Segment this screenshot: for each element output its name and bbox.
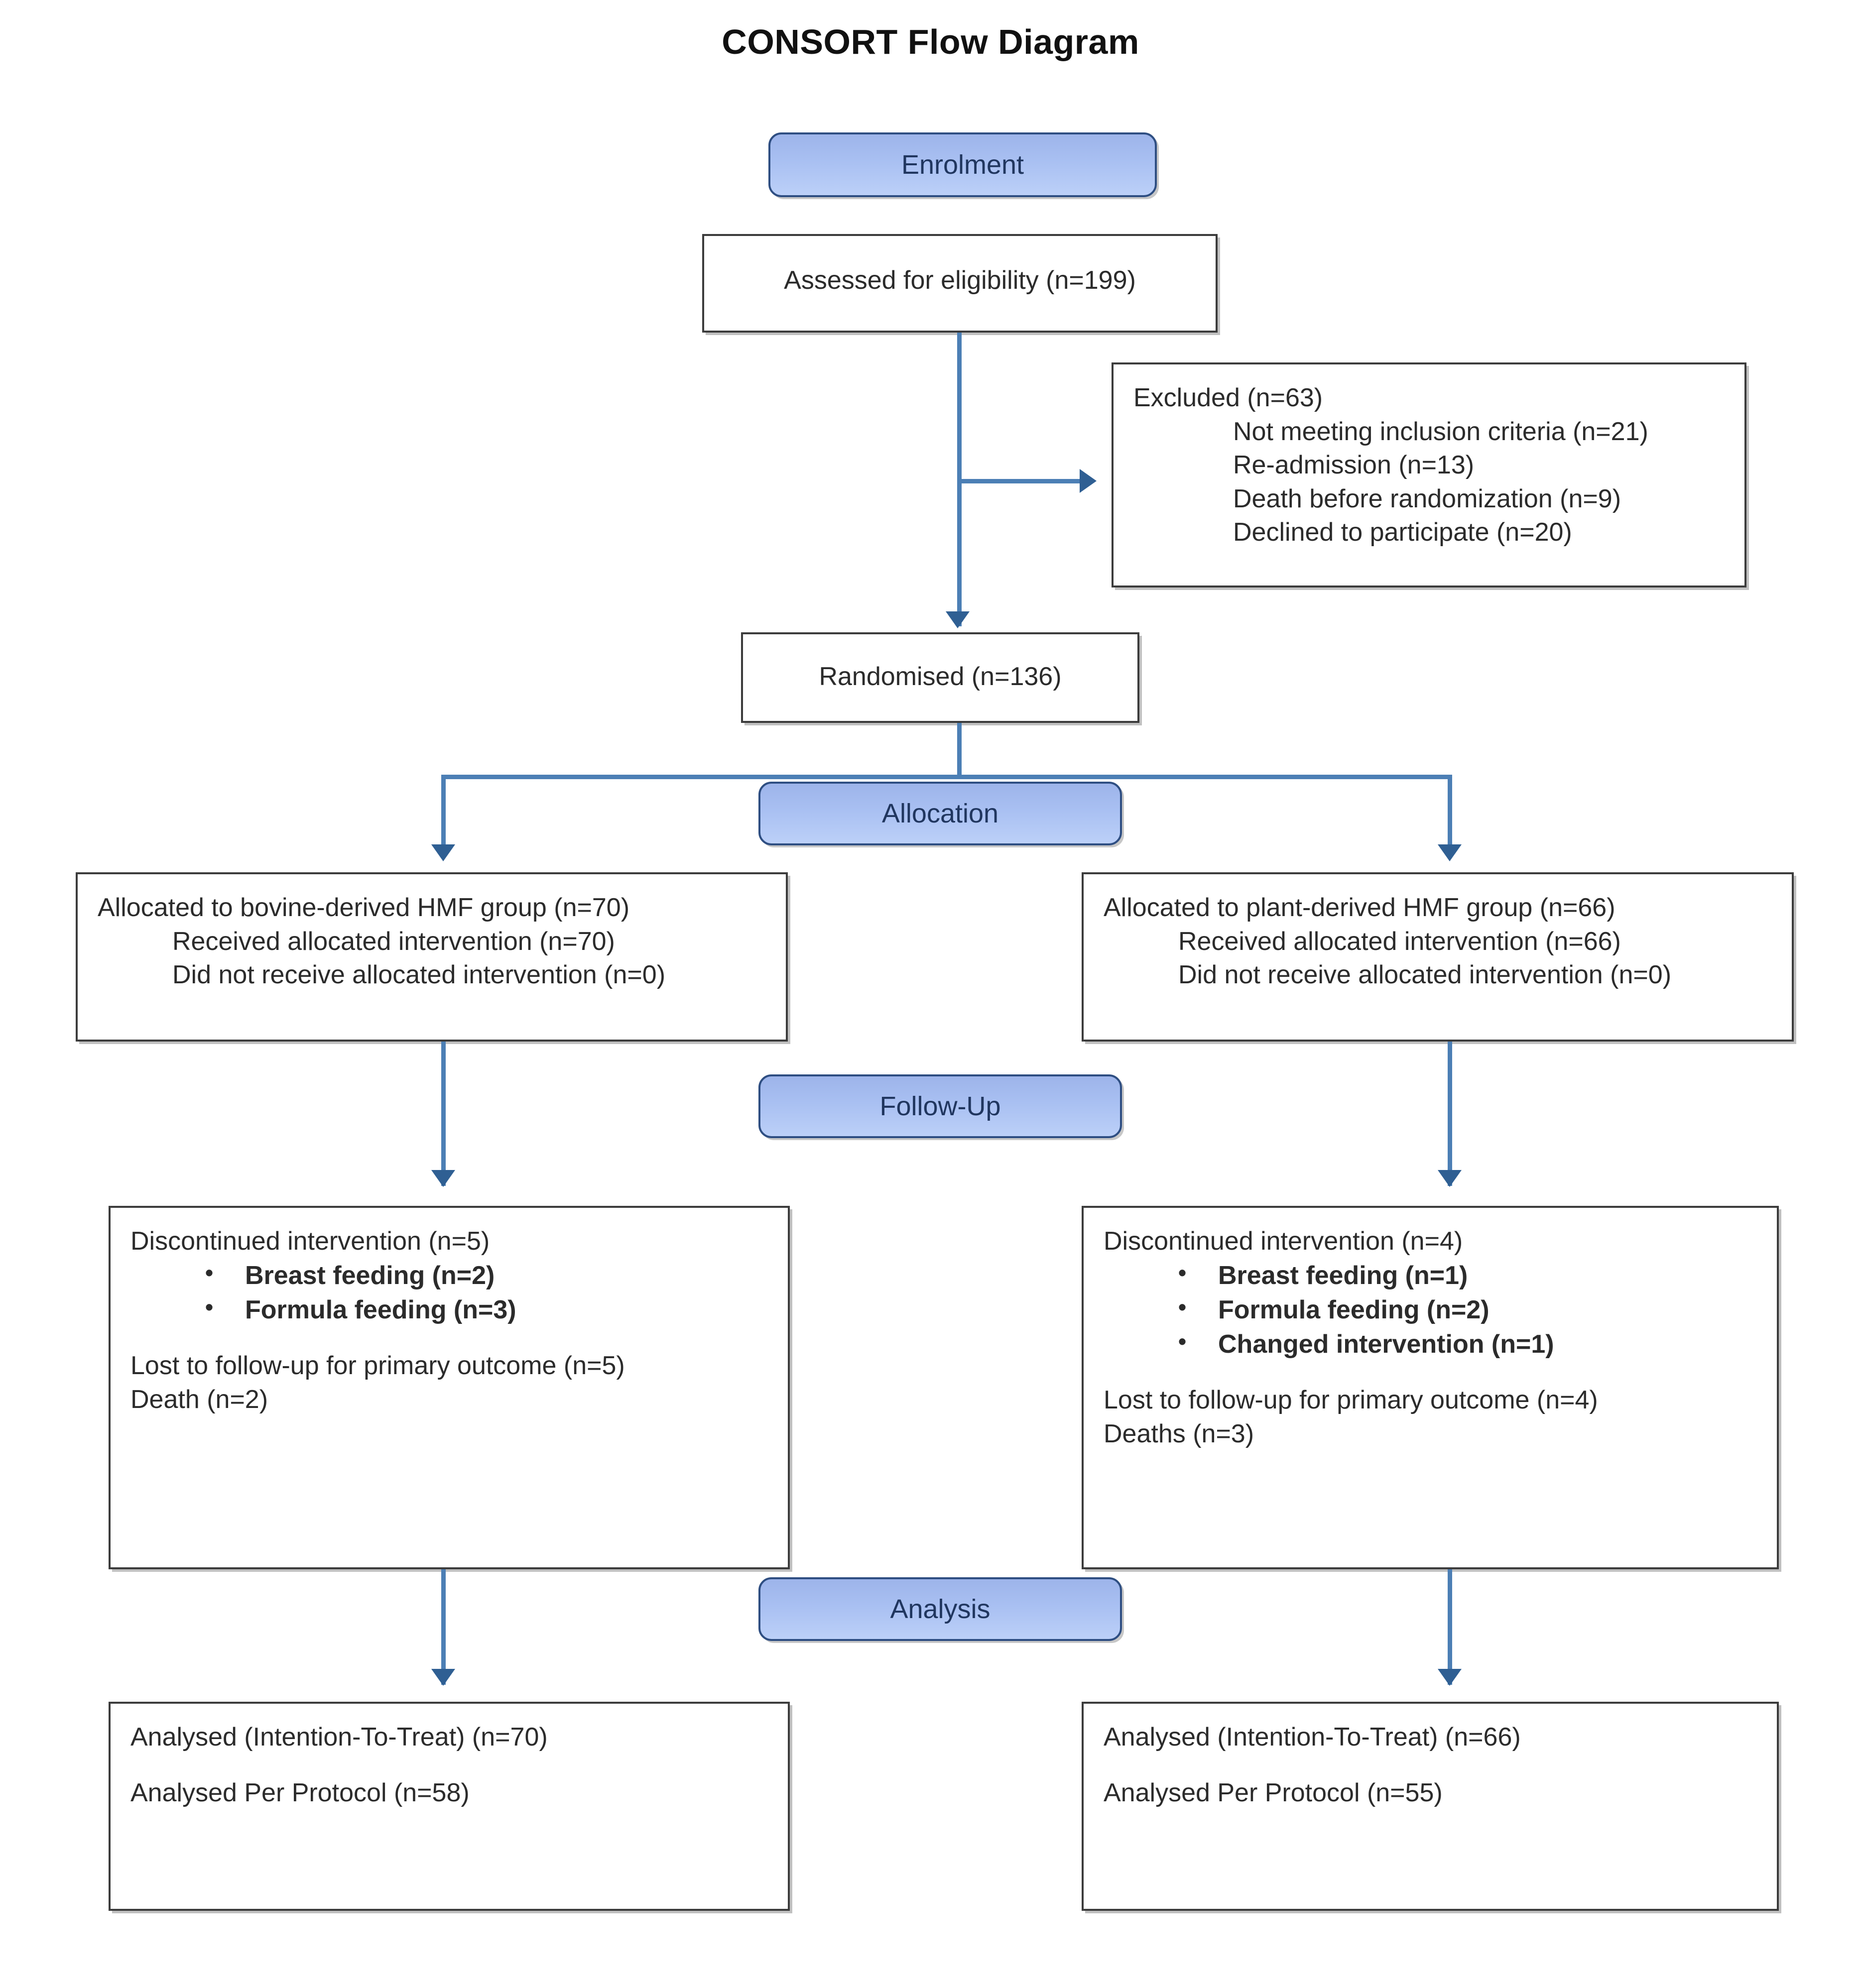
connector-to-excluded: [957, 479, 1082, 483]
analysis-right-content: Analysed (Intention-To-Treat) (n=66) Ana…: [1084, 1704, 1777, 1820]
followup-right-line: Lost to follow-up for primary outcome (n…: [1104, 1386, 1598, 1415]
followup-right-heading: Discontinued intervention (n=4): [1104, 1227, 1463, 1256]
assessed-text: Assessed for eligibility (n=199): [784, 266, 1136, 295]
analysis-right-pp: Analysed Per Protocol (n=55): [1104, 1778, 1443, 1807]
box-assessed-for-eligibility: Assessed for eligibility (n=199): [702, 234, 1218, 333]
followup-left-line: Lost to follow-up for primary outcome (n…: [130, 1351, 625, 1380]
followup-left-spacer: [130, 1327, 768, 1349]
followup-right-line: Deaths (n=3): [1104, 1419, 1254, 1448]
allocation-left-line: Received allocated intervention (n=70): [172, 927, 615, 956]
box-followup-right: Discontinued intervention (n=4) Breast f…: [1082, 1206, 1779, 1569]
arrow-to-excluded: [1080, 469, 1097, 493]
analysis-left-spacer: [130, 1754, 768, 1776]
arrow-right-allocation-to-followup: [1438, 1170, 1462, 1187]
box-followup-left: Discontinued intervention (n=5) Breast f…: [109, 1206, 790, 1569]
followup-right-bullet: Changed intervention (n=1): [1104, 1326, 1757, 1362]
followup-left-content: Discontinued intervention (n=5) Breast f…: [111, 1208, 788, 1426]
banner-analysis-label: Analysis: [890, 1594, 991, 1624]
connector-randomised-stem: [957, 723, 962, 778]
allocation-right-heading: Allocated to plant-derived HMF group (n=…: [1104, 893, 1615, 922]
followup-left-bullet: Breast feeding (n=2): [130, 1258, 768, 1293]
connector-left-followup-to-analysis: [441, 1569, 446, 1685]
box-analysis-left: Analysed (Intention-To-Treat) (n=70) Ana…: [109, 1702, 790, 1911]
banner-followup: Follow-Up: [758, 1074, 1122, 1138]
arrow-to-right-allocation: [1438, 844, 1462, 861]
box-excluded: Excluded (n=63) Not meeting inclusion cr…: [1112, 362, 1746, 587]
banner-enrolment: Enrolment: [768, 132, 1157, 197]
connector-right-followup-to-analysis: [1448, 1569, 1452, 1685]
box-allocation-left: Allocated to bovine-derived HMF group (n…: [76, 872, 788, 1042]
banner-allocation-label: Allocation: [881, 799, 999, 828]
excluded-heading: Excluded (n=63): [1133, 383, 1323, 412]
banner-allocation: Allocation: [758, 782, 1122, 845]
excluded-reason: Death before randomization (n=9): [1233, 484, 1621, 513]
connector-right-allocation-to-followup: [1448, 1042, 1452, 1186]
excluded-reason: Declined to participate (n=20): [1233, 518, 1572, 547]
analysis-right-itt: Analysed (Intention-To-Treat) (n=66): [1104, 1723, 1521, 1752]
analysis-left-itt: Analysed (Intention-To-Treat) (n=70): [130, 1723, 548, 1752]
box-randomised: Randomised (n=136): [741, 632, 1139, 723]
excluded-reason: Re-admission (n=13): [1233, 451, 1475, 480]
allocation-right-content: Allocated to plant-derived HMF group (n=…: [1084, 874, 1792, 1002]
connector-left-allocation-to-followup: [441, 1042, 446, 1186]
arrow-left-allocation-to-followup: [431, 1170, 455, 1187]
connector-randomised-split: [441, 775, 1452, 779]
arrow-right-followup-to-analysis: [1438, 1669, 1462, 1686]
page-title: CONSORT Flow Diagram: [722, 22, 1139, 61]
allocation-left-line: Did not receive allocated intervention (…: [172, 960, 666, 990]
arrow-assessed-to-randomised: [946, 611, 970, 628]
followup-left-heading: Discontinued intervention (n=5): [130, 1227, 490, 1256]
allocation-right-line: Did not receive allocated intervention (…: [1178, 960, 1672, 990]
followup-right-bullet: Breast feeding (n=1): [1104, 1258, 1757, 1293]
followup-left-bullet: Formula feeding (n=3): [130, 1292, 768, 1327]
allocation-left-content: Allocated to bovine-derived HMF group (n…: [78, 874, 786, 1002]
allocation-right-line: Received allocated intervention (n=66): [1178, 927, 1621, 956]
followup-right-bullets: Breast feeding (n=1) Formula feeding (n=…: [1104, 1258, 1757, 1362]
arrow-to-left-allocation: [431, 844, 455, 861]
banner-enrolment-label: Enrolment: [901, 150, 1024, 180]
box-allocation-right: Allocated to plant-derived HMF group (n=…: [1082, 872, 1794, 1042]
box-analysis-right: Analysed (Intention-To-Treat) (n=66) Ana…: [1082, 1702, 1779, 1911]
followup-left-line: Death (n=2): [130, 1385, 268, 1414]
followup-right-spacer: [1104, 1362, 1757, 1384]
randomised-text: Randomised (n=136): [819, 662, 1062, 691]
connector-split-right: [1448, 775, 1452, 849]
banner-followup-label: Follow-Up: [879, 1091, 1001, 1121]
followup-left-bullets: Breast feeding (n=2) Formula feeding (n=…: [130, 1258, 768, 1327]
allocation-left-heading: Allocated to bovine-derived HMF group (n…: [98, 893, 630, 922]
analysis-left-content: Analysed (Intention-To-Treat) (n=70) Ana…: [111, 1704, 788, 1820]
arrow-left-followup-to-analysis: [431, 1669, 455, 1686]
analysis-right-spacer: [1104, 1754, 1757, 1776]
excluded-reason: Not meeting inclusion criteria (n=21): [1233, 417, 1648, 446]
excluded-content: Excluded (n=63) Not meeting inclusion cr…: [1114, 364, 1744, 560]
banner-analysis: Analysis: [758, 1577, 1122, 1641]
followup-right-content: Discontinued intervention (n=4) Breast f…: [1084, 1208, 1777, 1461]
connector-split-left: [441, 775, 446, 849]
analysis-left-pp: Analysed Per Protocol (n=58): [130, 1778, 470, 1807]
followup-right-bullet: Formula feeding (n=2): [1104, 1292, 1757, 1327]
